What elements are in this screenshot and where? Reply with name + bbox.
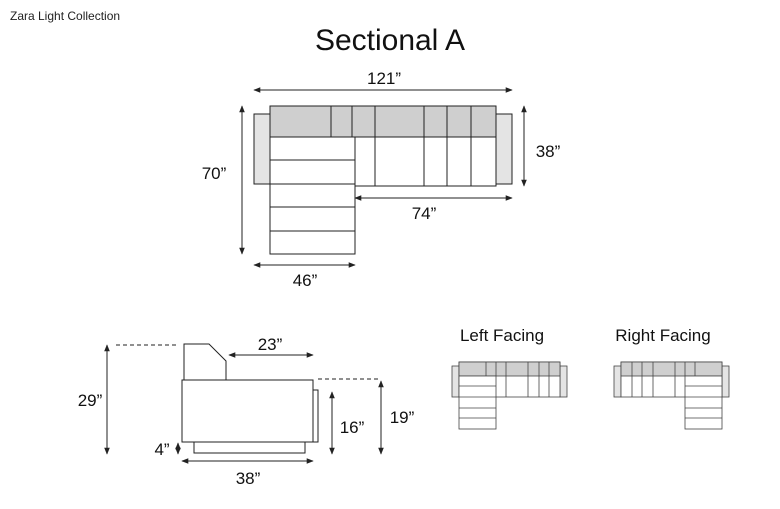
side-base (193, 441, 306, 454)
side-seat-depth-label: 23” (258, 335, 283, 354)
total-height-label: 29” (78, 391, 103, 410)
arm-height-label: 19” (390, 408, 415, 427)
side-view-dimensions (104, 344, 384, 464)
sofa-length-label: 74” (412, 204, 437, 223)
overall-depth-label: 70” (202, 164, 227, 183)
right-facing-label: Right Facing (615, 326, 710, 345)
left-facing-label: Left Facing (460, 326, 544, 345)
left-facing-diagram (451, 361, 568, 430)
top-view-dimensions (239, 87, 527, 268)
side-seat-block (181, 379, 314, 443)
seat-height-label: 16” (340, 418, 365, 437)
total-depth-label: 38” (236, 469, 261, 488)
back-cushions (269, 105, 497, 138)
top-view-plan (253, 105, 513, 255)
leg-height-label: 4” (154, 440, 169, 459)
right-facing-diagram (613, 361, 730, 430)
chaise (269, 136, 356, 255)
overall-width-label: 121” (367, 69, 401, 88)
left-arm (253, 113, 271, 185)
seat-depth-label: 38” (536, 142, 561, 161)
side-view-profile (181, 343, 319, 454)
brand-name: Zara Light Collection (10, 9, 121, 23)
page-title: Sectional A (314, 24, 466, 57)
right-arm (495, 113, 513, 185)
side-backrest (183, 343, 227, 381)
side-arm-edge (312, 389, 319, 443)
chaise-width-label: 46” (293, 271, 318, 290)
